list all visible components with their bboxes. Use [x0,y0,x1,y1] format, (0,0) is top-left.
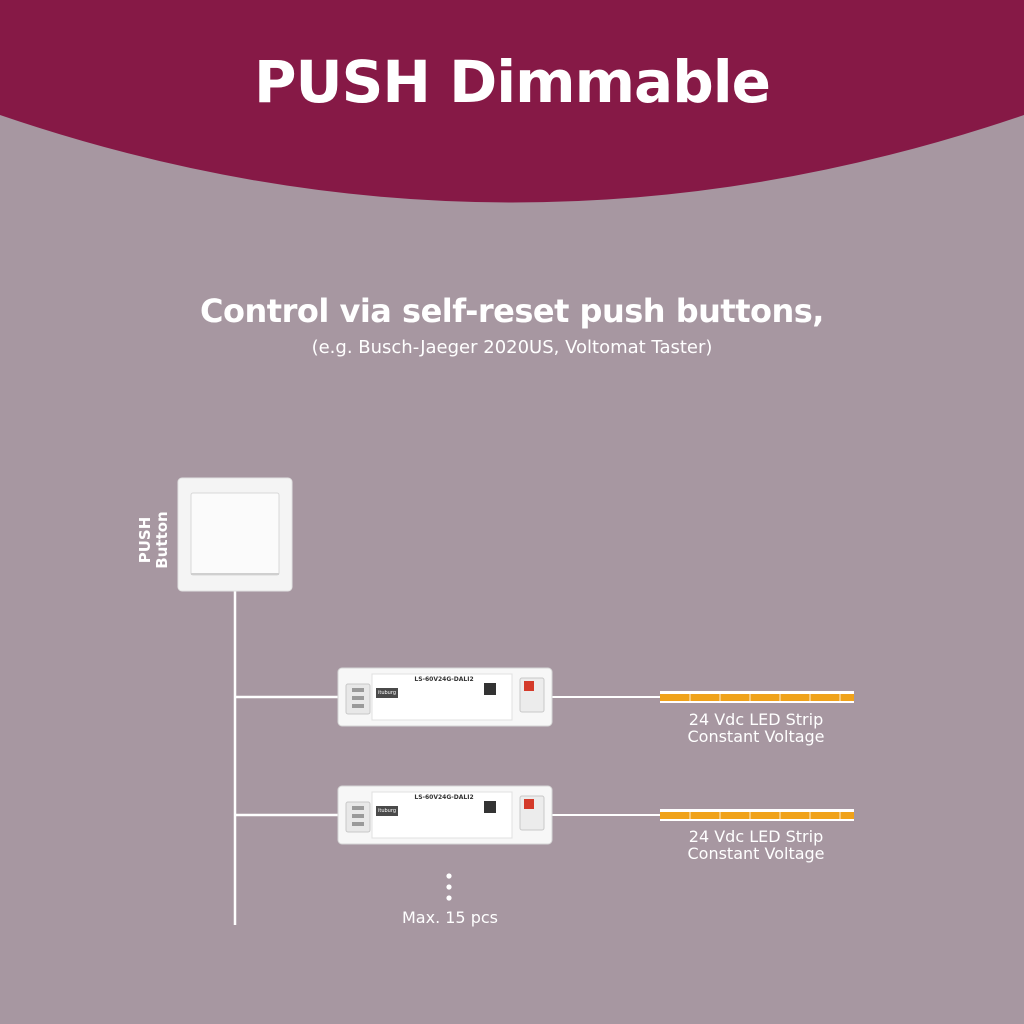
page-title: PUSH Dimmable [254,48,771,116]
headline: Control via self-reset push buttons, [200,292,824,330]
push-button-label-line1: PUSH [136,516,154,564]
wiring [233,590,660,925]
push-button-label: PUSH Button [136,485,181,595]
strip-2-label: 24 Vdc LED Strip Constant Voltage [646,828,866,862]
led-driver-2 [337,785,553,845]
driver-1-model: LS-60V24G-DALI2 [414,676,474,683]
driver-2-model: LS-60V24G-DALI2 [414,794,474,801]
strip-1-label-line2: Constant Voltage [687,727,825,746]
push-button-switch [177,477,293,592]
continuation-dots-icon [446,873,452,901]
header-banner [0,0,1024,203]
strip-2-label-line1: 24 Vdc LED Strip [688,827,824,846]
max-note: Max. 15 pcs [402,908,498,927]
driver-1-brand: ituburg [376,688,398,698]
led-strip-2 [660,809,854,821]
driver-2-brand: ituburg [376,806,398,816]
led-strip-1 [660,691,854,703]
push-button-label-line2: Button [153,511,171,569]
strip-1-label-line1: 24 Vdc LED Strip [688,710,824,729]
headline-note: (e.g. Busch-Jaeger 2020US, Voltomat Tast… [311,337,713,358]
strip-1-label: 24 Vdc LED Strip Constant Voltage [646,711,866,745]
strip-2-label-line2: Constant Voltage [687,844,825,863]
